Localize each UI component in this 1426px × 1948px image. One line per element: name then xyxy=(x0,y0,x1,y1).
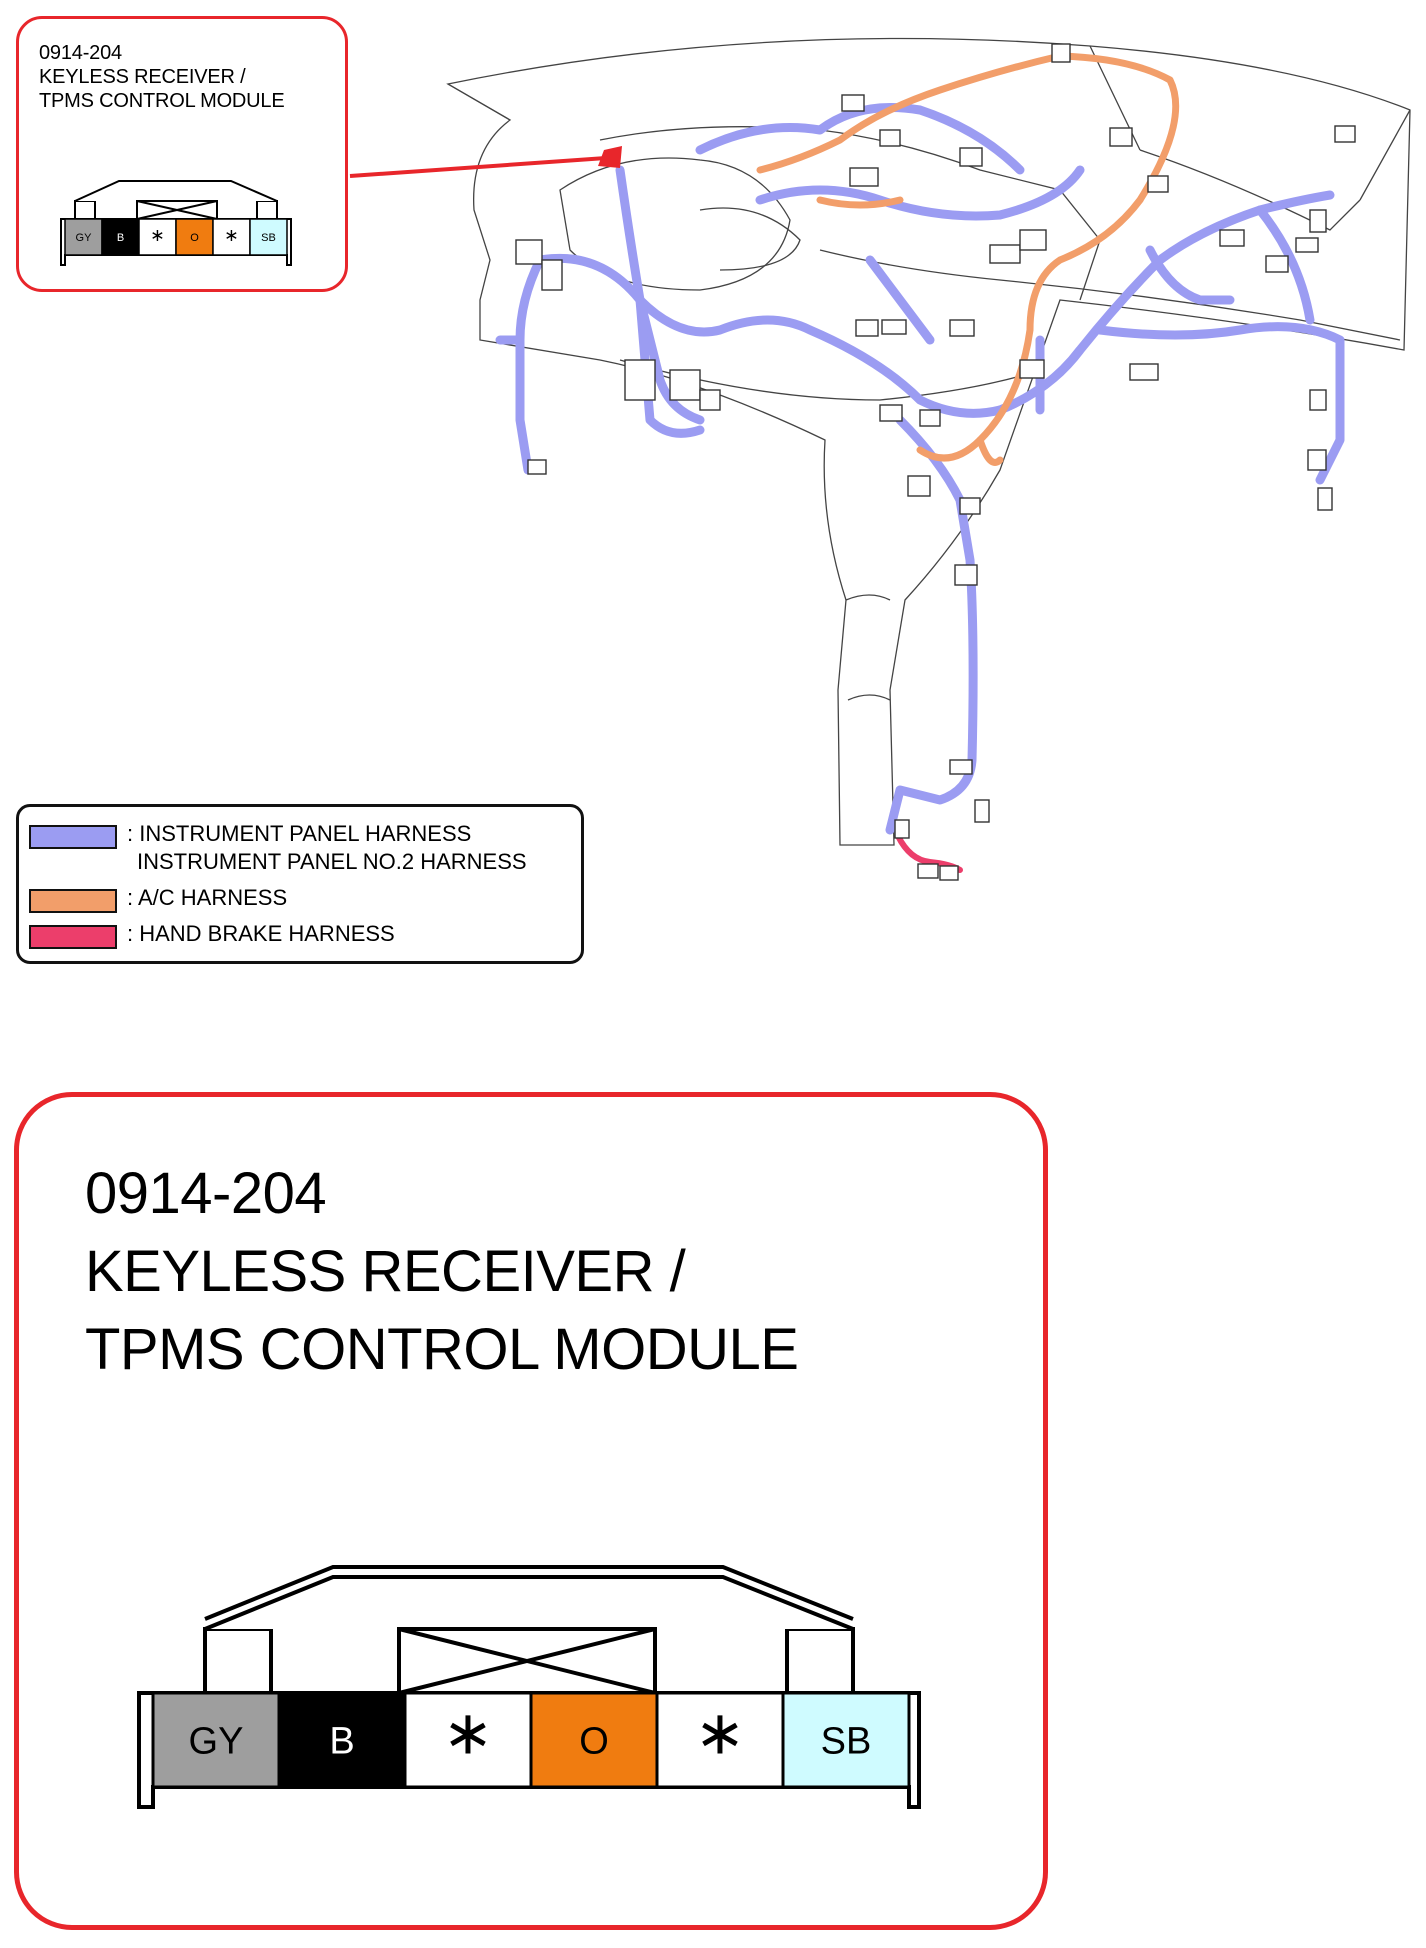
connector-pin-label-4: O xyxy=(190,232,199,244)
connector-pin-label-6: SB xyxy=(261,232,276,244)
connector-pin-3 xyxy=(403,1691,533,1789)
connector-pin-label-3: ∗ xyxy=(443,1699,494,1767)
legend-swatch-hand-brake xyxy=(29,925,117,949)
connector-pin-label-5: ∗ xyxy=(695,1699,746,1767)
harness-legend: : INSTRUMENT PANEL HARNESS INSTRUMENT PA… xyxy=(16,804,584,964)
dashboard-harness-illustration xyxy=(349,37,1411,881)
legend-swatch-ac xyxy=(29,889,117,913)
legend-label-hand-brake: : HAND BRAKE HARNESS xyxy=(127,921,395,946)
connector-pin-label-1: GY xyxy=(189,1721,244,1763)
connector-pin-1 xyxy=(64,218,103,256)
small-connector-name-line2: TPMS CONTROL MODULE xyxy=(39,90,285,112)
legend-label-instrument-panel: : INSTRUMENT PANEL HARNESS xyxy=(127,821,472,846)
connector-pin-label-3: ∗ xyxy=(150,225,165,245)
connector-pin-6 xyxy=(249,218,288,256)
large-connector-diagram: GY B ∗ O ∗ SB xyxy=(137,1565,921,1809)
large-connector-code: 0914-204 xyxy=(85,1161,327,1226)
callout-arrow-head xyxy=(598,146,622,168)
connector-pin-5 xyxy=(655,1691,785,1789)
connector-pin-label-6: SB xyxy=(821,1721,872,1763)
large-connector-name-line2: TPMS CONTROL MODULE xyxy=(85,1317,799,1382)
connector-pin-6 xyxy=(781,1691,911,1789)
small-connector-name-line1: KEYLESS RECEIVER / xyxy=(39,66,246,88)
large-connector-name-line1: KEYLESS RECEIVER / xyxy=(85,1239,686,1304)
legend-swatch-instrument-panel xyxy=(29,825,117,849)
connector-pin-label-1: GY xyxy=(76,232,93,244)
connector-pin-1 xyxy=(151,1691,281,1789)
connector-pin-label-2: B xyxy=(117,232,124,244)
callout-leader-line xyxy=(349,156,607,178)
legend-label-ac: : A/C HARNESS xyxy=(127,885,288,910)
legend-label-instrument-panel-no2: INSTRUMENT PANEL NO.2 HARNESS xyxy=(137,849,527,874)
connector-callout-large: 0914-204 KEYLESS RECEIVER / TPMS CONTROL… xyxy=(14,1092,1048,1930)
connector-pin-3 xyxy=(138,218,177,256)
small-connector-code: 0914-204 xyxy=(39,42,122,64)
connector-callout-small: 0914-204 KEYLESS RECEIVER / TPMS CONTROL… xyxy=(16,16,348,292)
connector-pin-label-2: B xyxy=(329,1721,354,1763)
connector-pin-label-4: O xyxy=(579,1721,609,1763)
small-connector-diagram: GY B ∗ O ∗ SB xyxy=(60,180,292,266)
connector-pin-label-5: ∗ xyxy=(224,225,239,245)
